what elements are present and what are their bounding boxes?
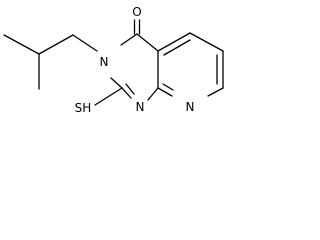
bond-n3-c2 — [110, 77, 123, 89]
bond-ch-ch3-up — [3, 34, 40, 55]
bond-c7-n8 — [207, 87, 224, 97]
bond-n8-c8a-a — [157, 87, 173, 97]
n8-atom-label: N — [186, 100, 195, 114]
bond-c4a-c5-b — [163, 39, 191, 56]
bond-n1-c8a — [147, 87, 159, 101]
oxygen-atom-label: O — [132, 5, 141, 19]
bond-c4-n3 — [120, 33, 138, 46]
bond-ch2-ch — [38, 34, 74, 55]
bond-c2-n1-b — [125, 83, 135, 95]
bond-c4a-c5-a — [157, 32, 191, 52]
n3-atom-label: N — [100, 55, 109, 69]
bond-c2-sh — [94, 87, 123, 106]
n1-atom-label: N — [136, 100, 145, 114]
molecule-structure-diagram: O N N N SH — [3, 5, 224, 115]
bond-c5-c6 — [189, 32, 224, 52]
bonds — [3, 19, 224, 106]
bond-n3-ch2 — [72, 34, 98, 52]
bond-c2-n1-a — [121, 87, 132, 99]
sulfhydryl-label: SH — [75, 101, 92, 115]
bond-c4a-c4 — [136, 33, 159, 52]
bond-n8-c8a-b — [162, 83, 174, 91]
